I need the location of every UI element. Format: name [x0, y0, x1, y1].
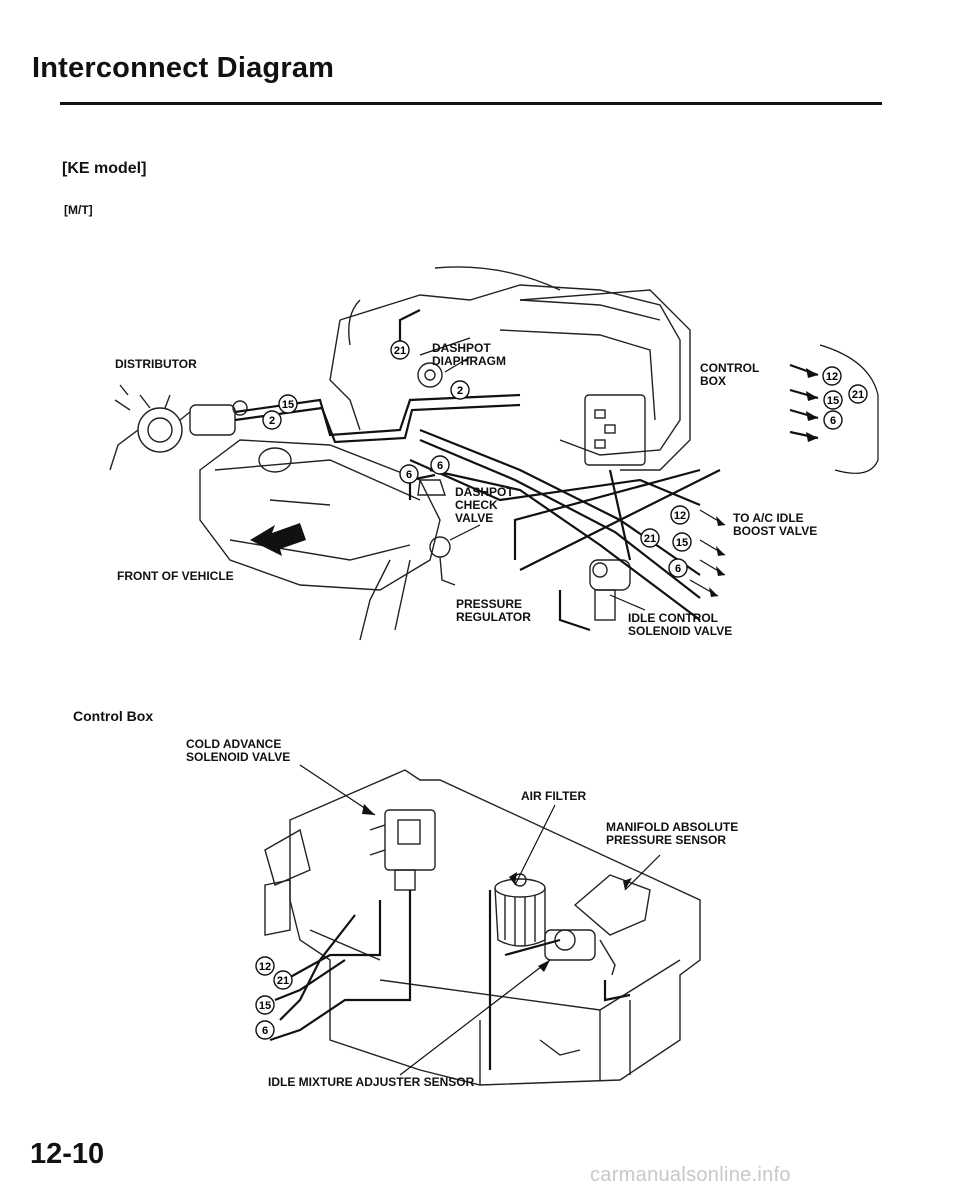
- svg-text:21: 21: [852, 389, 864, 401]
- svg-text:2: 2: [269, 415, 275, 427]
- svg-text:6: 6: [262, 1025, 268, 1037]
- svg-text:21: 21: [277, 975, 289, 987]
- svg-text:12: 12: [826, 371, 838, 383]
- svg-text:6: 6: [437, 460, 443, 472]
- svg-text:15: 15: [282, 399, 294, 411]
- vacuum-hoses: [234, 309, 879, 632]
- page-title: Interconnect Diagram: [32, 52, 335, 84]
- control-box-drawing: [519, 289, 691, 471]
- svg-text:6: 6: [675, 563, 681, 575]
- watermark: carmanualsonline.info: [590, 1164, 791, 1186]
- svg-text:21: 21: [394, 345, 406, 357]
- transmission-heading: [M/T]: [64, 203, 93, 217]
- svg-text:15: 15: [259, 1000, 271, 1012]
- label-dashpot-check-valve: DASHPOT CHECK VALVE: [455, 485, 514, 525]
- label-distributor: DISTRIBUTOR: [115, 357, 197, 371]
- label-control-box: CONTROL BOX: [700, 361, 760, 388]
- label-dashpot-diaphragm: DASHPOT DIAPHRAGM: [432, 341, 506, 368]
- page-number: 12-10: [30, 1138, 105, 1170]
- label-idle-mixture-adjuster-sensor: IDLE MIXTURE ADJUSTER SENSOR: [268, 1075, 475, 1089]
- svg-text:15: 15: [827, 395, 839, 407]
- label-pressure-regulator: PRESSURE REGULATOR: [456, 597, 531, 624]
- label-manifold-absolute-pressure-sensor: MANIFOLD ABSOLUTE PRESSURE SENSOR: [606, 820, 739, 847]
- control-box-heading: Control Box: [73, 708, 154, 724]
- hose-number-markers: 21 2 15 2 6 6 12 21 15 6 12 15 21 6: [262, 340, 868, 578]
- svg-text:6: 6: [830, 415, 836, 427]
- title-rule: [60, 102, 882, 105]
- label-to-ac-idle-boost-valve: TO A/C IDLE BOOST VALVE: [733, 511, 818, 538]
- svg-text:2: 2: [457, 385, 463, 397]
- svg-text:12: 12: [674, 510, 686, 522]
- svg-text:15: 15: [676, 537, 688, 549]
- label-air-filter: AIR FILTER: [521, 789, 587, 803]
- control-box-detail-drawing: [264, 764, 701, 1086]
- label-front-of-vehicle: FRONT OF VEHICLE: [117, 569, 234, 583]
- engine-drawing: [109, 266, 691, 641]
- svg-text:21: 21: [644, 533, 656, 545]
- idle-control-solenoid-drawing: [589, 559, 631, 621]
- cold-advance-solenoid-drawing: [369, 809, 436, 891]
- map-sensor-drawing: [544, 874, 651, 976]
- distributor-drawing: [109, 384, 248, 471]
- svg-text:12: 12: [259, 961, 271, 973]
- front-arrow: [250, 523, 306, 556]
- label-cold-advance-solenoid-valve: COLD ADVANCE SOLENOID VALVE: [186, 737, 291, 764]
- hose-number-markers-bottom: 12 21 15 6: [255, 956, 293, 1040]
- model-heading: [KE model]: [62, 160, 147, 177]
- air-filter-drawing: [494, 873, 546, 947]
- label-idle-control-solenoid-valve: IDLE CONTROL SOLENOID VALVE: [628, 611, 733, 638]
- svg-text:6: 6: [406, 469, 412, 481]
